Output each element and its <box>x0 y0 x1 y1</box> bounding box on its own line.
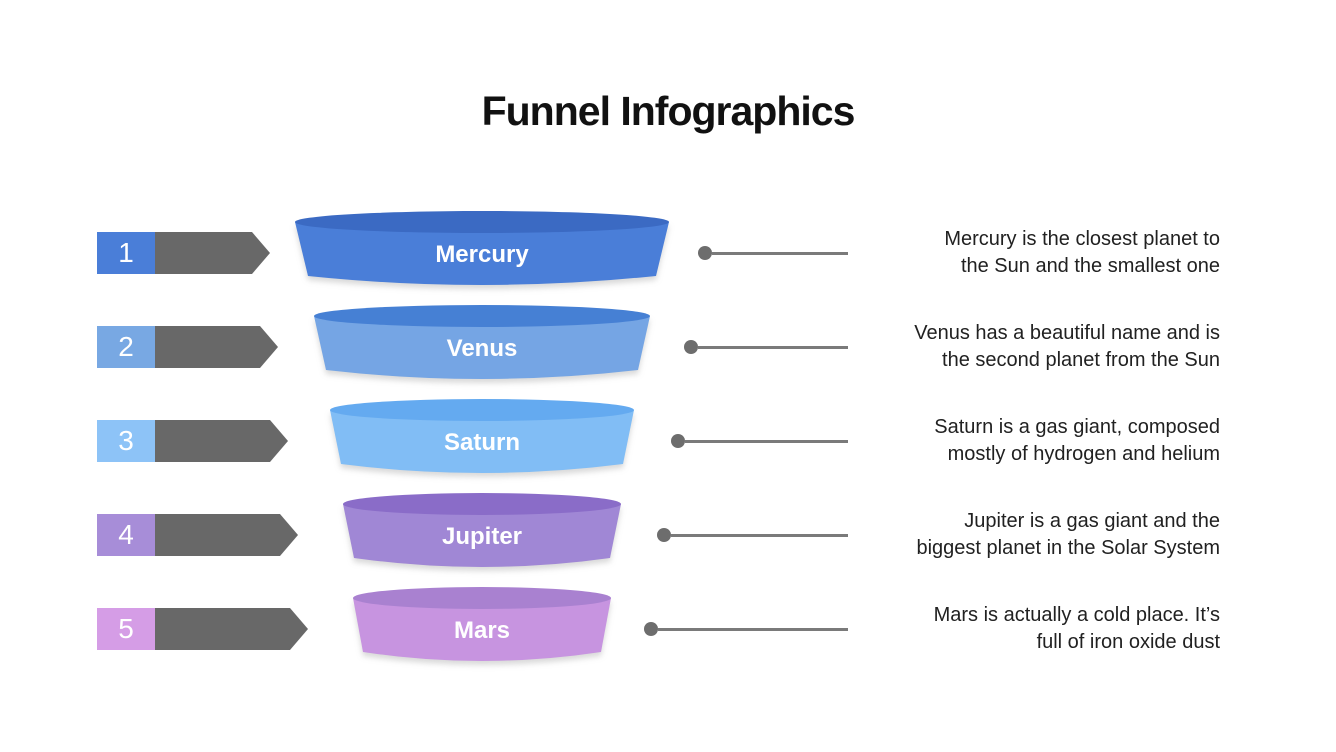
description-text-venus: Venus has a beautiful name and is the se… <box>914 322 1220 371</box>
arrow-marker-1: 1 <box>97 232 270 274</box>
description-text-mars: Mars is actually a cold place. It’s full… <box>933 604 1220 653</box>
leader-dot-icon <box>684 340 698 354</box>
description-text-saturn: Saturn is a gas giant, composed mostly o… <box>934 416 1220 465</box>
leader-line-2 <box>684 340 848 354</box>
page-title: Funnel Infographics <box>481 88 856 134</box>
funnel-segment-body <box>343 504 621 567</box>
funnel-segment-mercury: Mercury <box>295 211 669 285</box>
funnel-segment-saturn: Saturn <box>330 399 634 473</box>
arrow-bar <box>155 326 260 368</box>
arrow-marker-3: 3 <box>97 420 288 462</box>
arrow-tip-icon <box>270 420 288 462</box>
funnel-segment-top <box>330 399 634 421</box>
leader-dot-icon <box>644 622 658 636</box>
funnel-segment-top <box>343 493 621 515</box>
funnel-segment-label: Venus <box>447 335 518 362</box>
leader-line-segment <box>712 251 848 255</box>
funnel-segment-body <box>314 316 650 379</box>
funnel-segment-mars: Mars <box>353 587 611 661</box>
leader-dot-icon <box>698 246 712 260</box>
funnel-segment-jupiter: Jupiter <box>343 493 621 567</box>
funnel-segment-top <box>314 305 650 327</box>
funnel-segment-body <box>330 410 634 473</box>
funnel-segment-top <box>353 587 611 609</box>
arrow-tip-icon <box>252 232 270 274</box>
arrow-bar <box>155 232 252 274</box>
leader-line-segment <box>685 439 848 443</box>
arrow-marker-5: 5 <box>97 608 308 650</box>
arrow-tip-icon <box>260 326 278 368</box>
funnel-segment-label: Jupiter <box>442 523 522 550</box>
funnel-segment-venus: Venus <box>314 305 650 379</box>
leader-dot-icon <box>657 528 671 542</box>
number-badge: 3 <box>97 420 155 462</box>
arrow-tip-icon <box>280 514 298 556</box>
leader-line-segment <box>671 533 848 537</box>
leader-line-4 <box>657 528 848 542</box>
funnel-segment-label: Mars <box>454 617 510 644</box>
number-badge: 1 <box>97 232 155 274</box>
number-badge: 4 <box>97 514 155 556</box>
funnel-segment-body <box>295 222 669 285</box>
funnel-segment-body <box>353 598 611 661</box>
funnel-segment-label: Mercury <box>435 241 529 268</box>
description-text-mercury: Mercury is the closest planet to the Sun… <box>944 228 1220 277</box>
leader-line-1 <box>698 246 848 260</box>
arrow-marker-2: 2 <box>97 326 278 368</box>
arrow-bar <box>155 514 280 556</box>
arrow-bar <box>155 420 270 462</box>
leader-line-3 <box>671 434 848 448</box>
arrow-marker-4: 4 <box>97 514 298 556</box>
leader-line-segment <box>698 345 848 349</box>
number-badge: 5 <box>97 608 155 650</box>
leader-line-segment <box>658 627 848 631</box>
leader-line-5 <box>644 622 848 636</box>
funnel-segment-top <box>295 211 669 233</box>
number-badge: 2 <box>97 326 155 368</box>
leader-dot-icon <box>671 434 685 448</box>
arrow-bar <box>155 608 290 650</box>
arrow-tip-icon <box>290 608 308 650</box>
funnel-segment-label: Saturn <box>444 429 520 456</box>
description-text-jupiter: Jupiter is a gas giant and the biggest p… <box>916 510 1220 559</box>
